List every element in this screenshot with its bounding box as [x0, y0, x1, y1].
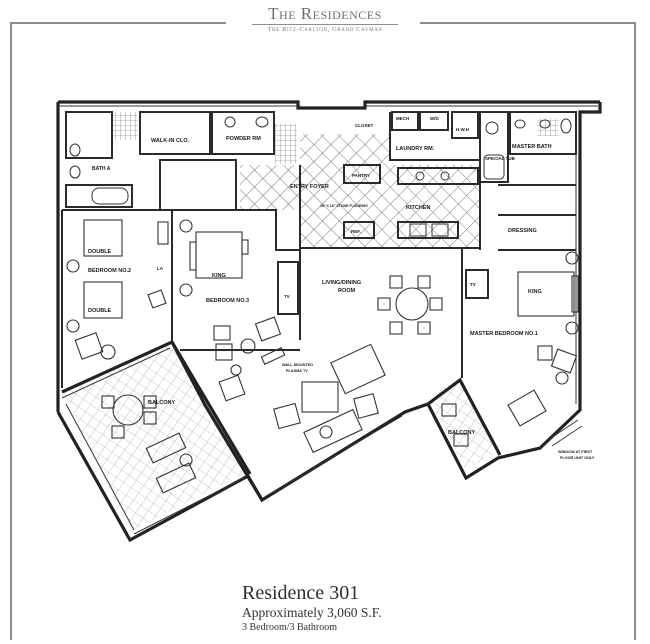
balcony-furniture — [101, 394, 469, 494]
brand-rule — [252, 24, 398, 25]
header-mask — [226, 10, 420, 36]
label-king-master: KING — [528, 289, 542, 295]
master-furniture — [507, 251, 579, 427]
bedroom-3-furniture — [179, 219, 282, 361]
room-labels: WALK-IN CLO. POWDER RM BATH A CLOSET MEC… — [88, 116, 595, 460]
balcony-right-floor — [428, 378, 498, 470]
label-double-top: DOUBLE — [88, 249, 112, 255]
label-master-bath: MASTER BATH — [512, 144, 552, 150]
label-wall-tv-1: WALL MOUNTED — [282, 363, 313, 367]
label-bath-a: BATH A — [92, 166, 111, 172]
label-tv-master: TV — [470, 282, 476, 287]
label-entry-foyer: ENTRY FOYER — [290, 184, 329, 190]
label-window-note-1: WINDOW AT FIRST — [558, 450, 593, 454]
label-king-bed3: KING — [212, 273, 226, 279]
label-bedroom-3: BEDROOM NO.3 — [206, 298, 249, 304]
label-master-bedroom-1: MASTER BEDROOM NO.1 — [470, 331, 538, 337]
window-strips — [58, 105, 598, 535]
label-double-bottom: DOUBLE — [88, 308, 112, 314]
label-wall-tv-2: PLASMA TV — [286, 369, 308, 373]
label-hwh: H.W.H — [456, 127, 469, 132]
exterior-walls — [56, 100, 602, 543]
residence-area: Approximately 3,060 S.F. — [242, 605, 382, 620]
label-wd: W/D — [430, 116, 439, 121]
residence-rooms: 3 Bedroom/3 Bathroom — [242, 622, 337, 633]
label-powder-room: POWDER RM — [226, 136, 261, 142]
label-living-dining-room: ROOM — [338, 288, 356, 294]
label-pantry: PANTRY — [352, 173, 370, 178]
label-walk-in-closet: WALK-IN CLO. — [151, 138, 190, 144]
residence-title: Residence 301 — [242, 582, 360, 604]
bedroom-2-furniture — [66, 219, 169, 360]
label-balcony-right: BALCONY — [448, 430, 476, 436]
label-window-note-2: FLOOR UNIT ONLY — [560, 456, 595, 460]
bath-fixtures — [69, 116, 572, 205]
label-dressing: DRESSING — [508, 228, 537, 234]
label-balcony-left: BALCONY — [148, 400, 176, 406]
label-kitchen: KITCHEN — [406, 205, 430, 211]
label-living-dining: LIVING/DINING — [322, 280, 361, 286]
brand-title: The Residences — [268, 4, 382, 23]
living-furniture — [218, 275, 443, 454]
brand-subtitle: The Ritz-Carlton, Grand Cayman — [267, 26, 383, 33]
label-la: LA — [157, 266, 164, 271]
label-ref: REF. — [351, 229, 361, 234]
label-tv-bed3: TV — [284, 294, 290, 299]
window-note-marker — [547, 419, 583, 447]
label-stone-flooring: 18" X 18" STONE FLOORING — [320, 204, 368, 208]
label-bedroom-2: BEDROOM NO.2 — [88, 268, 131, 274]
kitchen-appliances — [409, 171, 450, 237]
residence-info: Residence 301 Approximately 3,060 S.F. 3… — [242, 582, 382, 635]
interior-walls — [61, 111, 577, 388]
label-closet: CLOSET — [355, 123, 374, 128]
label-laundry-room: LAUNDRY RM. — [396, 146, 435, 152]
label-special-tub: SPECIAL TUB — [485, 156, 516, 161]
label-mech: MECH — [396, 116, 409, 121]
